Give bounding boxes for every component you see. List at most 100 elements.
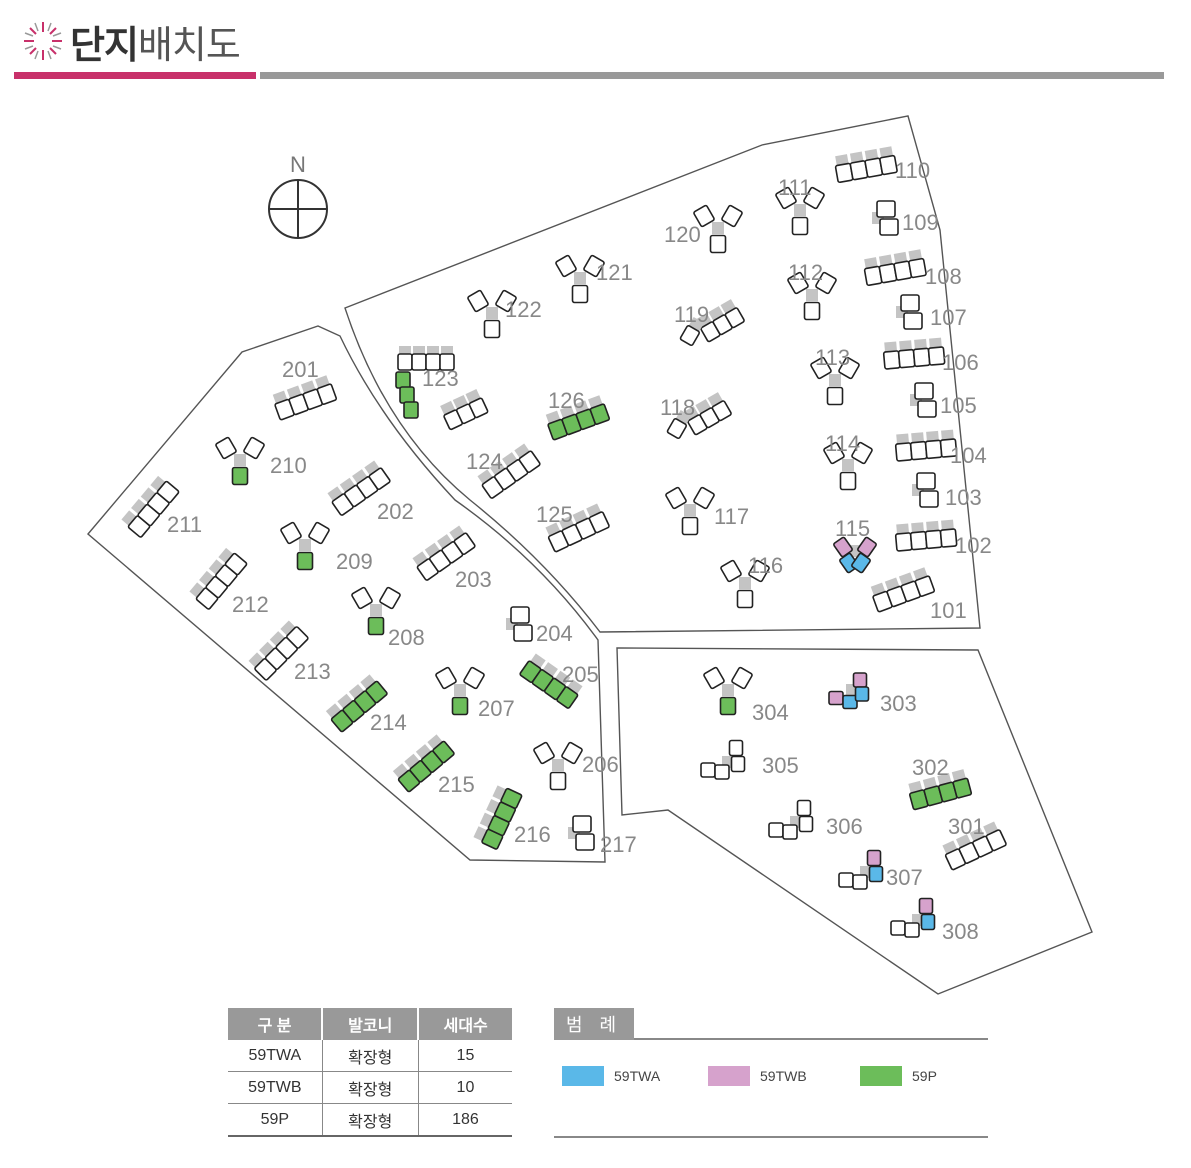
building-label-301: 301 bbox=[948, 814, 985, 839]
building-label-207: 207 bbox=[478, 696, 515, 721]
building-label-110: 110 bbox=[895, 158, 930, 183]
building-206 bbox=[533, 741, 583, 791]
building-labels: 1011021031041051061071081091101111121131… bbox=[167, 158, 992, 944]
building-107 bbox=[896, 294, 923, 330]
building-label-112: 112 bbox=[788, 260, 823, 285]
building-203 bbox=[412, 525, 476, 581]
building-302 bbox=[908, 769, 973, 811]
sunburst-icon bbox=[24, 22, 62, 60]
building-101 bbox=[870, 567, 936, 613]
building-209 bbox=[280, 521, 330, 571]
building-label-217: 217 bbox=[600, 832, 637, 857]
building-125 bbox=[545, 503, 610, 553]
building-label-307: 307 bbox=[886, 865, 923, 890]
building-label-305: 305 bbox=[762, 753, 799, 778]
building-label-125: 125 bbox=[536, 502, 573, 527]
building-123 bbox=[395, 346, 489, 431]
building-104 bbox=[894, 429, 958, 462]
building-label-202: 202 bbox=[377, 499, 414, 524]
building-108 bbox=[863, 249, 927, 287]
cell-units: 15 bbox=[418, 1040, 512, 1072]
building-217 bbox=[568, 815, 595, 851]
table-row: 59P 확장형 186 bbox=[228, 1103, 512, 1137]
building-label-205: 205 bbox=[562, 662, 599, 687]
building-105 bbox=[910, 382, 937, 418]
title-underline-accent bbox=[14, 72, 256, 79]
legend-title: 범 례 bbox=[554, 1008, 634, 1040]
building-112 bbox=[787, 271, 837, 321]
building-label-114: 114 bbox=[825, 431, 860, 456]
building-label-215: 215 bbox=[438, 772, 475, 797]
page-title: 단지 배치도 bbox=[20, 16, 241, 67]
legend-item-59p: 59P bbox=[860, 1066, 937, 1086]
building-212 bbox=[189, 547, 248, 610]
building-label-122: 122 bbox=[505, 297, 542, 322]
building-label-107: 107 bbox=[930, 305, 967, 330]
building-305 bbox=[700, 739, 746, 780]
site-boundary-south bbox=[616, 647, 1093, 995]
cell-type: 59TWA bbox=[228, 1040, 323, 1072]
building-118 bbox=[666, 392, 732, 440]
header-type: 구 분 bbox=[228, 1008, 324, 1040]
site-boundary-north bbox=[344, 115, 981, 633]
legend-item-59twb: 59TWB bbox=[708, 1066, 807, 1086]
cell-balcony: 확장형 bbox=[322, 1103, 419, 1137]
building-label-121: 121 bbox=[596, 260, 633, 285]
building-label-108: 108 bbox=[925, 264, 962, 289]
building-119 bbox=[679, 299, 745, 347]
building-label-302: 302 bbox=[912, 755, 949, 780]
building-label-203: 203 bbox=[455, 567, 492, 592]
legend-label: 59TWB bbox=[760, 1068, 807, 1084]
building-label-116: 116 bbox=[748, 553, 783, 578]
building-label-214: 214 bbox=[370, 710, 407, 735]
legend-label: 59P bbox=[912, 1068, 937, 1084]
building-label-117: 117 bbox=[714, 504, 749, 529]
title-bold: 단지 bbox=[70, 24, 139, 67]
building-label-210: 210 bbox=[270, 453, 307, 478]
building-label-118: 118 bbox=[660, 395, 695, 420]
building-303 bbox=[828, 672, 870, 710]
building-label-216: 216 bbox=[514, 822, 551, 847]
building-205 bbox=[519, 653, 583, 709]
building-label-124: 124 bbox=[466, 449, 503, 474]
legend-swatch bbox=[860, 1066, 902, 1086]
building-117 bbox=[665, 486, 715, 536]
building-label-109: 109 bbox=[902, 210, 939, 235]
building-label-209: 209 bbox=[336, 549, 373, 574]
building-label-212: 212 bbox=[232, 592, 269, 617]
building-label-119: 119 bbox=[674, 302, 709, 327]
legend-item-59twa: 59TWA bbox=[562, 1066, 660, 1086]
legend: 범 례 59TWA 59TWB 59P bbox=[554, 1008, 988, 1138]
table-row: 59TWB 확장형 10 bbox=[228, 1071, 512, 1104]
building-304 bbox=[703, 666, 753, 716]
site-boundary-west bbox=[87, 325, 606, 863]
building-215 bbox=[392, 734, 455, 793]
building-label-304: 304 bbox=[752, 700, 789, 725]
building-301 bbox=[942, 821, 1007, 871]
building-126 bbox=[545, 395, 611, 441]
building-110 bbox=[834, 146, 898, 184]
legend-bottom-divider bbox=[554, 1136, 988, 1138]
building-103 bbox=[912, 472, 939, 508]
building-label-126: 126 bbox=[548, 388, 585, 413]
building-label-104: 104 bbox=[950, 443, 987, 468]
building-label-303: 303 bbox=[880, 691, 917, 716]
building-label-123: 123 bbox=[422, 366, 459, 391]
building-308 bbox=[890, 897, 936, 938]
building-210 bbox=[215, 436, 265, 486]
cell-balcony: 확장형 bbox=[322, 1071, 419, 1104]
building-label-201: 201 bbox=[282, 357, 319, 382]
legend-divider bbox=[634, 1038, 988, 1040]
cell-type: 59P bbox=[228, 1103, 323, 1137]
building-label-206: 206 bbox=[582, 752, 619, 777]
title-rest: 배치도 bbox=[137, 24, 241, 67]
building-124 bbox=[477, 443, 541, 499]
building-label-208: 208 bbox=[388, 625, 425, 650]
cell-type: 59TWB bbox=[228, 1071, 323, 1104]
header-units: 세대수 bbox=[418, 1008, 512, 1040]
building-label-111: 111 bbox=[778, 175, 811, 200]
building-204 bbox=[506, 606, 533, 642]
north-label: N bbox=[290, 152, 306, 177]
cell-balcony: 확장형 bbox=[322, 1040, 419, 1072]
